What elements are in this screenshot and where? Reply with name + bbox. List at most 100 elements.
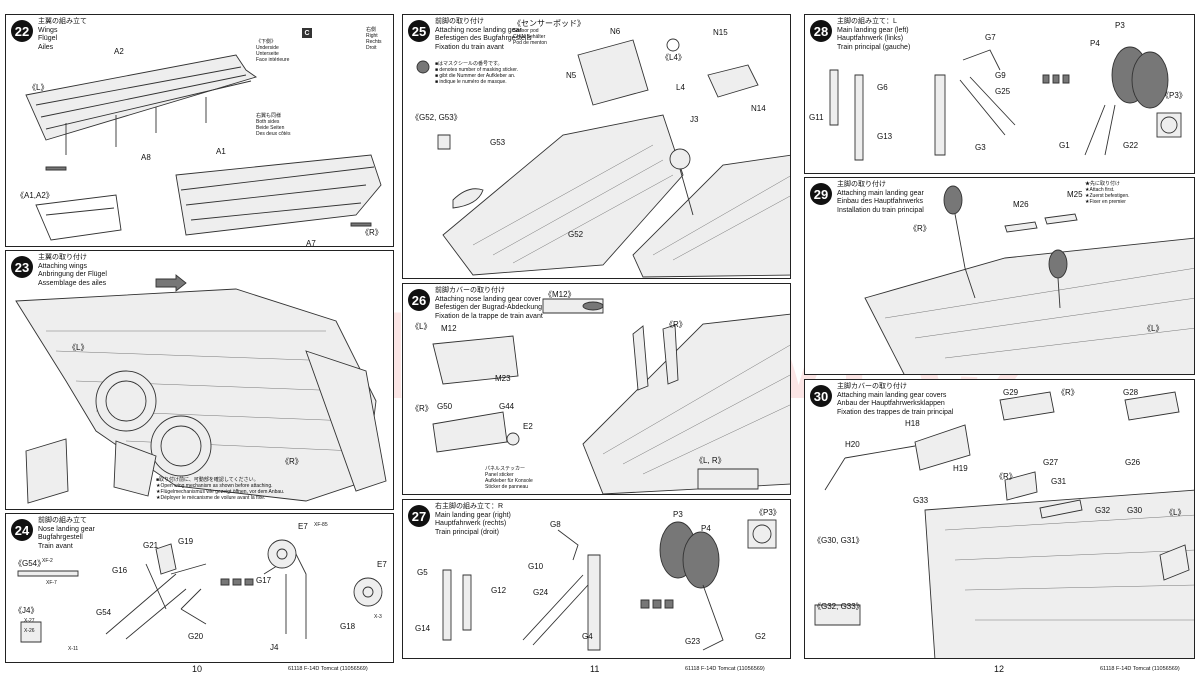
step-number: 23 — [11, 256, 33, 278]
step-number: 24 — [11, 519, 33, 541]
nose-gear-drawing — [17, 539, 383, 643]
label-m25: M25 — [1067, 190, 1083, 199]
label-n15: N15 — [713, 28, 728, 37]
paint-x27: X-27 — [24, 618, 35, 624]
label-e2: E2 — [523, 422, 533, 431]
label-l-right: 《L, R》 — [695, 456, 726, 465]
aircraft-drawing — [15, 274, 387, 504]
label-g5: G5 — [417, 568, 428, 577]
label-g25: G25 — [995, 87, 1011, 96]
label-p3: P3 — [1115, 21, 1125, 30]
label-h18: H18 — [905, 419, 920, 428]
label-n6: N6 — [610, 27, 621, 36]
label-g20: G20 — [188, 632, 204, 641]
label-g32: G32 — [1095, 506, 1111, 515]
label-g50: G50 — [437, 402, 453, 411]
step-number: 28 — [810, 20, 832, 42]
label-m23: M23 — [495, 374, 511, 383]
mask-note: ■はマスクシールの番号です。■ denotes number of maskin… — [435, 61, 519, 85]
nose-cover-drawing — [432, 298, 790, 494]
label-g29: G29 — [1003, 388, 1019, 397]
label-r: 《R》 — [361, 228, 383, 237]
label-j4b: J4 — [270, 643, 279, 652]
label-r: 《R》 — [281, 457, 303, 466]
step-number: 27 — [408, 505, 430, 527]
label-p4: P4 — [1090, 39, 1100, 48]
page-footer: 61118 F-14D Tomcat (11056569) — [1100, 666, 1180, 672]
attach-note: ★先に取り付け★Attach first.★Zuerst befestigen.… — [1085, 181, 1130, 205]
label-g19: G19 — [178, 537, 194, 546]
label-g33: G33 — [913, 496, 929, 505]
label-g22: G22 — [1123, 141, 1139, 150]
label-l: 《L》 — [28, 83, 49, 92]
page-number: 10 — [192, 664, 203, 674]
step-number: 22 — [11, 20, 33, 42]
label-p4: P4 — [701, 524, 711, 533]
paint-xf7: XF-7 — [46, 580, 57, 586]
label-r: 《R》 — [411, 404, 433, 413]
label-g32g33: 《G32, G33》 — [813, 602, 864, 611]
label-m12-group: 《M12》 — [544, 290, 576, 299]
label-p3-group: 《P3》 — [1161, 91, 1187, 100]
label-n5: N5 — [566, 71, 577, 80]
label-g8: G8 — [550, 520, 561, 529]
label-g1: G1 — [1059, 141, 1070, 150]
step-number: 29 — [810, 183, 832, 205]
label-g52: G52 — [568, 230, 584, 239]
label-g9: G9 — [995, 71, 1006, 80]
label-p3-group: 《P3》 — [755, 508, 781, 517]
label-h19: H19 — [953, 464, 968, 473]
label-e7b: E7 — [377, 560, 387, 569]
label-h20: H20 — [845, 440, 860, 449]
label-l: 《L》 — [1165, 508, 1186, 517]
paint-x11: X-11 — [68, 646, 79, 652]
left-main-gear-drawing — [829, 46, 1182, 161]
label-j4: 《J4》 — [14, 606, 39, 615]
label-e7: E7 — [298, 522, 308, 531]
label-a1: A1 — [216, 147, 226, 156]
label-r-top: 《R》 — [1057, 388, 1079, 397]
label-g24: G24 — [533, 588, 549, 597]
label-l4: L4 — [676, 83, 685, 92]
label-g14: G14 — [415, 624, 431, 633]
page-footer: 61118 F-14D Tomcat (11056569) — [288, 666, 368, 672]
label-g17: G17 — [256, 576, 272, 585]
label-g30g31: 《G30, G31》 — [813, 536, 864, 545]
label-g11: G11 — [809, 113, 824, 122]
parts-tree-c: C — [302, 28, 312, 38]
wing-drawing — [25, 54, 382, 241]
label-r-right: 《R》 — [665, 320, 687, 329]
page-number: 11 — [590, 664, 600, 674]
label-g26: G26 — [1125, 458, 1141, 467]
label-a2: A2 — [114, 47, 124, 56]
label-n14: N14 — [751, 104, 766, 113]
label-g10: G10 — [528, 562, 544, 571]
label-r-mid: 《R》 — [995, 472, 1017, 481]
label-g54: 《G54》 — [14, 559, 46, 568]
right-main-gear-drawing — [442, 519, 777, 651]
label-a1a2: 《A1,A2》 — [16, 191, 54, 200]
label-g23: G23 — [685, 637, 701, 646]
label-g12: G12 — [491, 586, 507, 595]
label-g4: G4 — [582, 632, 593, 641]
step-number: 26 — [408, 289, 430, 311]
label-g44: G44 — [499, 402, 515, 411]
label-g21: G21 — [143, 541, 159, 550]
label-a8: A8 — [141, 153, 151, 162]
label-g2: G2 — [755, 632, 766, 641]
page-number: 12 — [994, 664, 1005, 674]
label-g7: G7 — [985, 33, 996, 42]
label-l: 《L》 — [68, 343, 89, 352]
